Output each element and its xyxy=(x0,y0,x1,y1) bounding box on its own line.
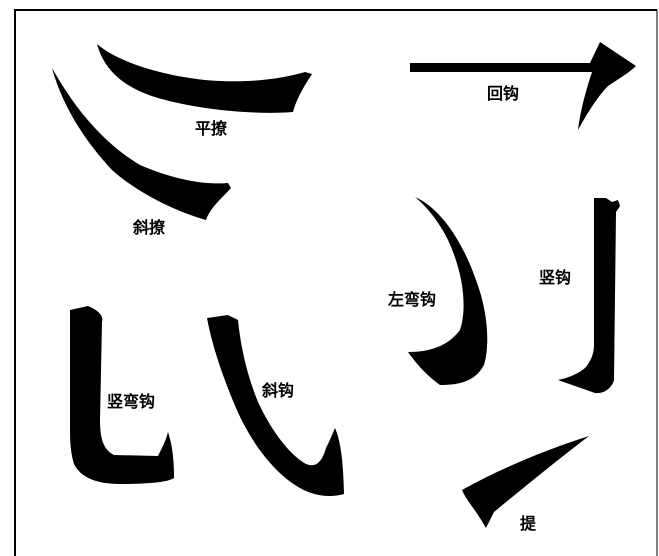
shuwangou-label: 竖弯钩 xyxy=(107,394,155,410)
shugou-shape xyxy=(558,198,620,393)
huigou-label: 回钩 xyxy=(487,86,519,102)
huigou-shape xyxy=(410,42,636,130)
shugou-label: 竖钩 xyxy=(539,270,571,286)
xiegou-label: 斜钩 xyxy=(262,383,294,399)
pingpie-shape xyxy=(97,44,312,113)
xiegou-shape xyxy=(207,315,344,496)
zuowangou-label: 左弯钩 xyxy=(388,292,436,308)
ti-label: 提 xyxy=(520,516,536,532)
xiepie-label: 斜撩 xyxy=(133,220,165,236)
pingpie-label: 平撩 xyxy=(195,121,227,137)
